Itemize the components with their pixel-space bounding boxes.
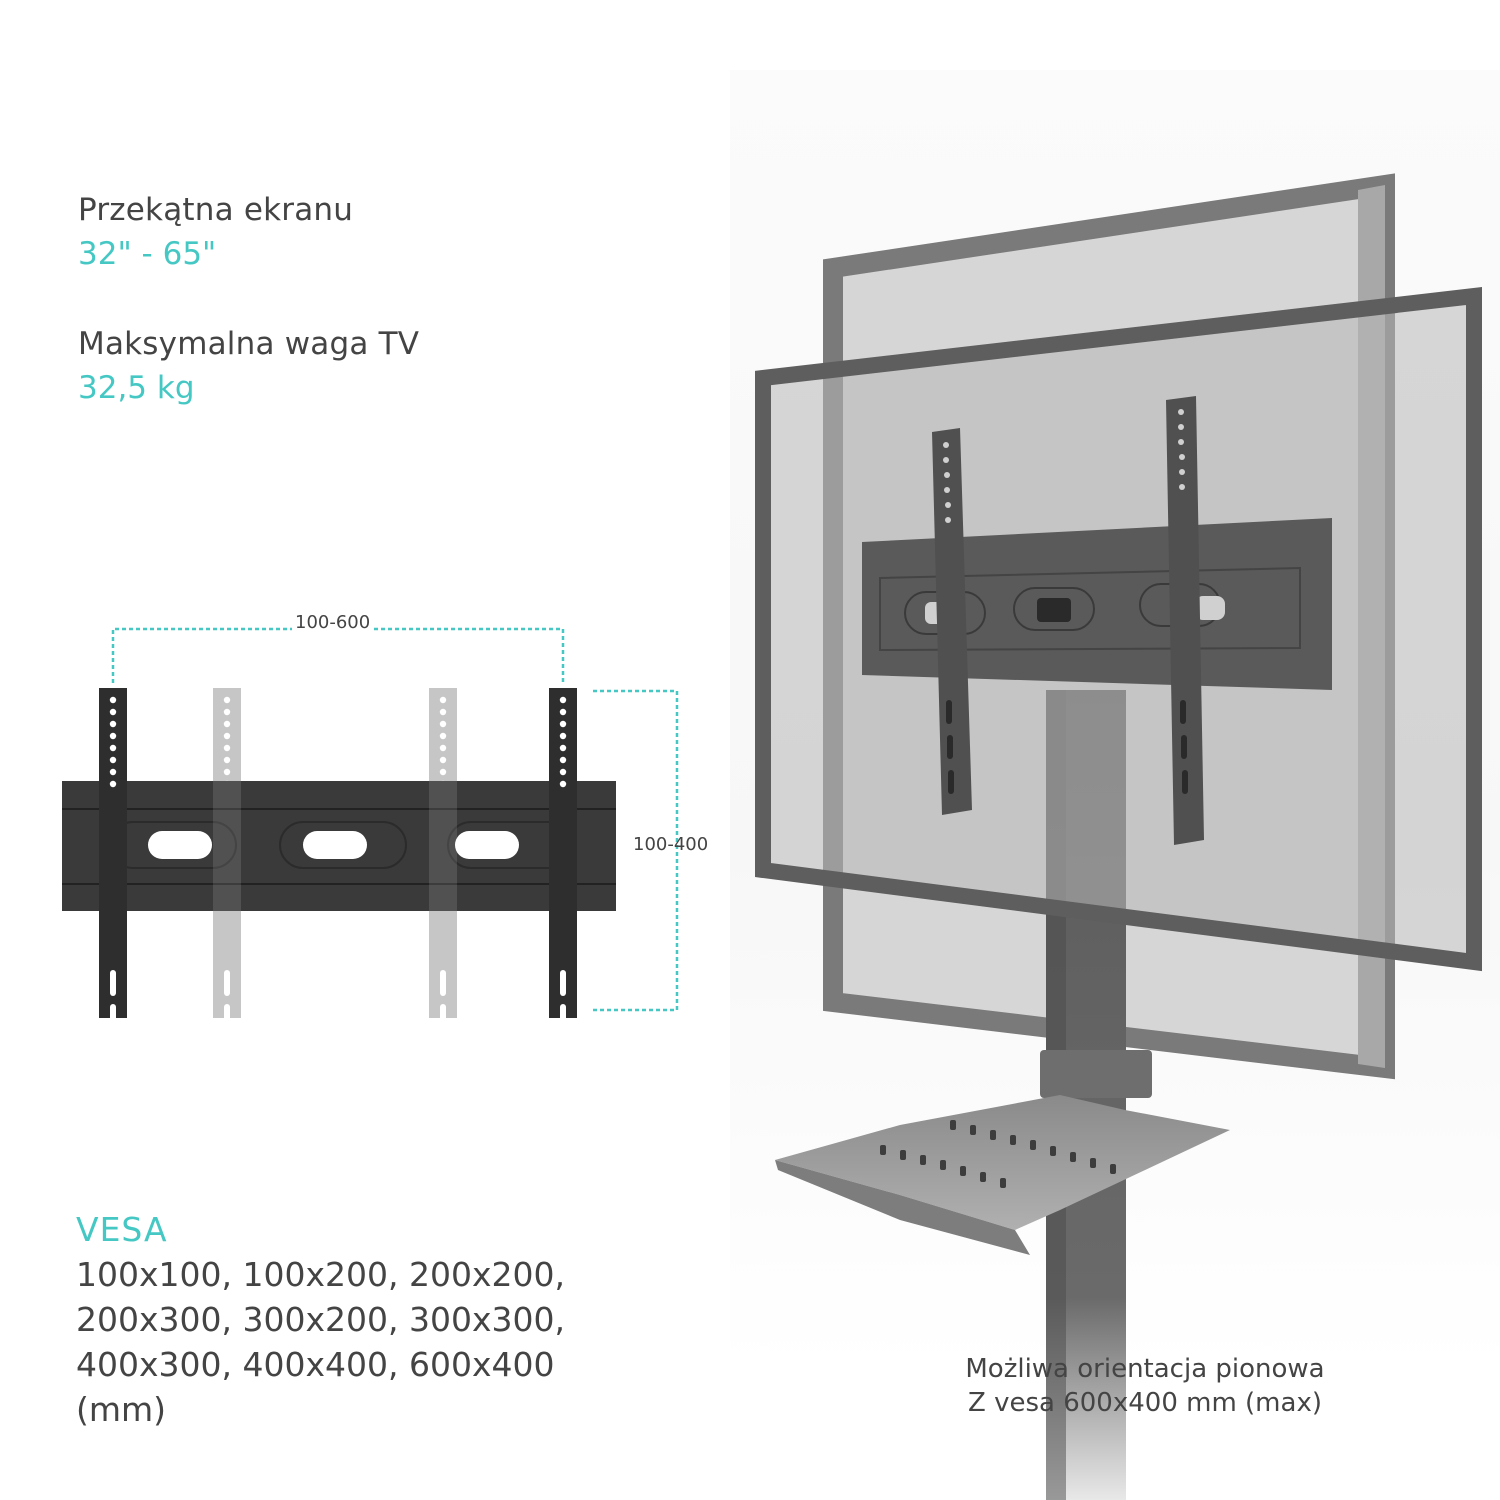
vesa-section: VESA 100x100, 100x200, 200x200, 200x300,… — [76, 1208, 565, 1432]
spec-screen-size: Przekątna ekranu 32" - 65" — [78, 188, 353, 276]
stand-mount-arms — [932, 396, 1204, 845]
bracket-arm-dark — [99, 688, 577, 1060]
vesa-line: 400x300, 400x400, 600x400 — [76, 1345, 555, 1384]
caption-line: Z vesa 600x400 mm (max) — [968, 1388, 1322, 1418]
bracket-diagram — [62, 627, 679, 1060]
dimension-horizontal-label: 100-600 — [292, 612, 374, 633]
vesa-title: VESA — [76, 1210, 168, 1249]
dimension-vertical-label: 100-400 — [633, 834, 709, 855]
spec-screen-size-value: 32" - 65" — [78, 236, 217, 272]
dimension-lines — [111, 627, 679, 1012]
bracket-plate — [62, 781, 616, 911]
spec-max-weight-label: Maksymalna waga TV — [78, 326, 420, 362]
orientation-caption: Możliwa orientacja pionowa Z vesa 600x40… — [900, 1352, 1390, 1420]
stand-mount-plate — [862, 518, 1332, 690]
vesa-line: 200x300, 300x200, 300x300, — [76, 1300, 565, 1339]
vesa-line: 100x100, 100x200, 200x200, — [76, 1255, 565, 1294]
spec-max-weight: Maksymalna waga TV 32,5 kg — [78, 322, 419, 410]
vesa-line: (mm) — [76, 1390, 167, 1429]
spec-screen-size-label: Przekątna ekranu — [78, 192, 354, 228]
spec-max-weight-value: 32,5 kg — [78, 370, 195, 406]
caption-line: Możliwa orientacja pionowa — [965, 1354, 1325, 1384]
stand-shelf — [775, 1095, 1230, 1255]
